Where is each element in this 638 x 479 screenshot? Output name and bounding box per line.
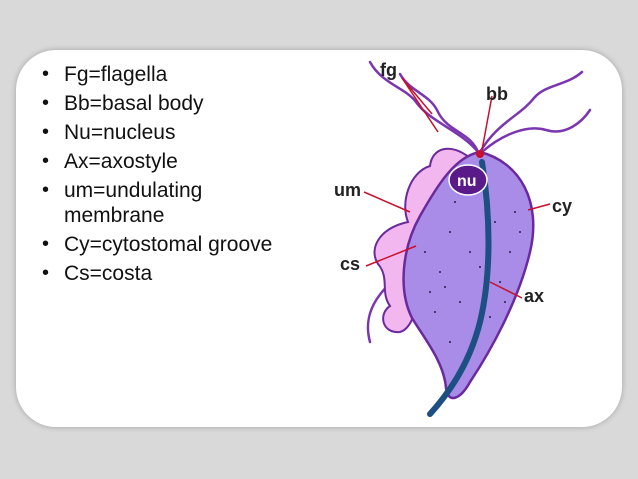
legend-item-undulating-membrane: um=undulating membrane — [42, 178, 302, 228]
label-nu: nu — [457, 173, 477, 190]
label-cs: cs — [340, 254, 360, 274]
legend-item-basal-body: Bb=basal body — [42, 91, 302, 116]
label-ax: ax — [524, 286, 544, 306]
legend-item-flagella: Fg=flagella — [42, 62, 302, 87]
trichomonas-diagram: nu fg bb um cy cs ax — [334, 60, 592, 417]
axostyle — [427, 159, 492, 417]
pointer-lines — [363, 77, 551, 299]
label-cy: cy — [552, 196, 572, 216]
legend-list: Fg=flagella Bb=basal body Nu=nucleus Ax=… — [42, 62, 302, 290]
legend-item-cytostomal-groove: Cy=cytostomal groove — [42, 232, 302, 257]
basal-body — [476, 150, 484, 158]
legend-item-costa: Cs=costa — [42, 261, 302, 286]
label-fg: fg — [380, 60, 397, 80]
label-um: um — [334, 180, 361, 200]
legend-item-axostyle: Ax=axostyle — [42, 149, 302, 174]
legend-item-nucleus: Nu=nucleus — [42, 120, 302, 145]
flagella — [366, 60, 592, 344]
nucleus — [448, 164, 488, 196]
label-bb: bb — [486, 84, 508, 104]
